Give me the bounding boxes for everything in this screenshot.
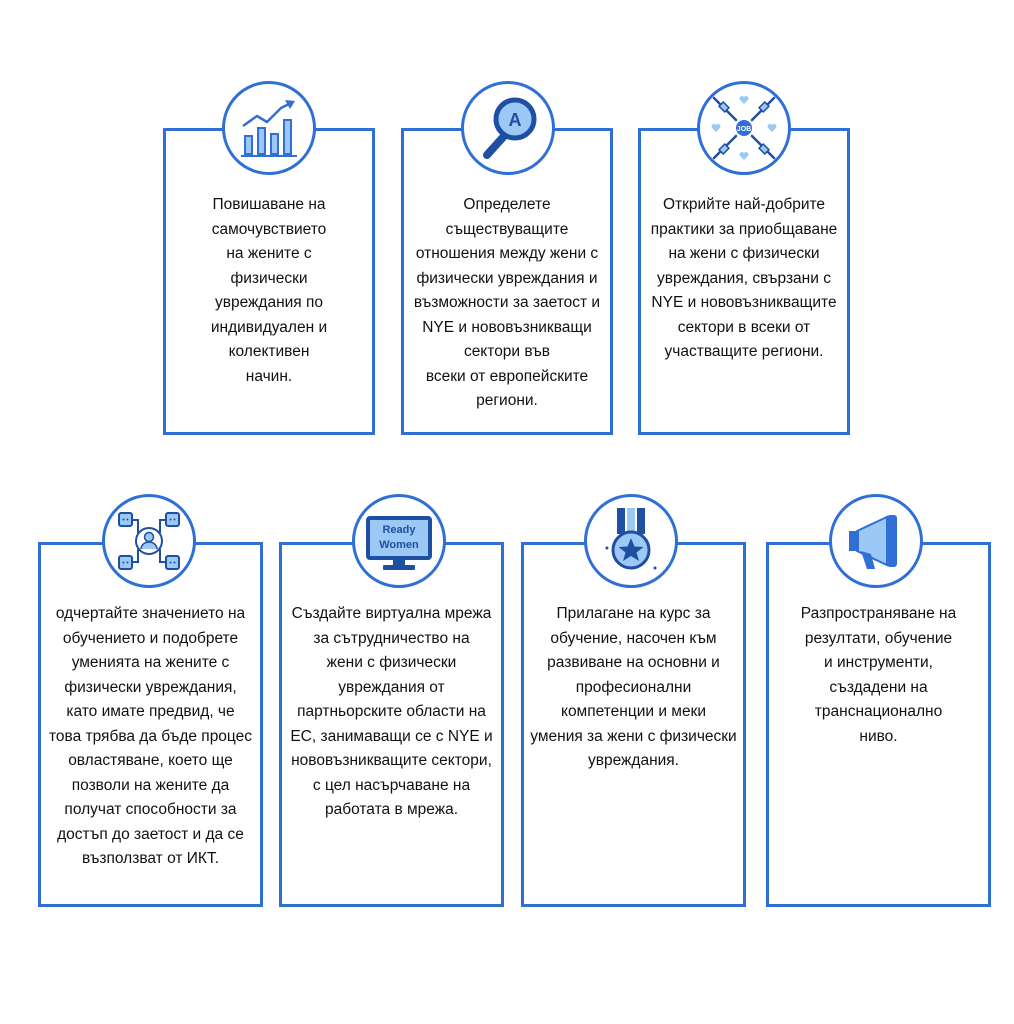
card-self-esteem: Повишаване на самочувствието на жените с… — [163, 128, 375, 435]
svg-text:A: A — [509, 110, 522, 130]
icon-circle — [222, 81, 316, 175]
job-network-icon: JOB — [711, 96, 777, 160]
card-text: Повишаване на самочувствието на жените с… — [210, 196, 328, 385]
card-text: Разпространяване на резултати, обучение … — [800, 605, 957, 745]
icon-circle — [829, 494, 923, 588]
megaphone-icon — [849, 515, 897, 569]
icon-circle: JOB — [697, 81, 791, 175]
card-text: одчертайте значението на обучението и по… — [48, 605, 253, 867]
icon-circle: A — [461, 81, 555, 175]
training-network-icon — [118, 512, 180, 570]
icon-circle: Ready Women — [352, 494, 446, 588]
card-relations: Определете съществуващите отношения межд… — [401, 128, 613, 435]
card-training: одчертайте значението на обучението и по… — [38, 542, 263, 907]
card-best-practices: Открийте най-добрите практики за приобща… — [638, 128, 850, 435]
growth-chart-icon — [241, 100, 297, 157]
icon-circle — [584, 494, 678, 588]
medal-icon — [605, 508, 657, 570]
monitor-icon: Ready Women — [366, 516, 432, 570]
svg-text:JOB: JOB — [737, 126, 751, 133]
card-dissemination: Разпространяване на резултати, обучение … — [766, 542, 991, 907]
card-text: Създайте виртуална мрежа за сътрудничест… — [290, 605, 493, 818]
card-virtual-network: Създайте виртуална мрежа за сътрудничест… — [279, 542, 504, 907]
icon-circle — [102, 494, 196, 588]
card-course: Прилагане на курс за обучение, насочен к… — [521, 542, 746, 907]
magnifier-icon: A — [483, 97, 537, 159]
svg-text:Ready: Ready — [382, 524, 416, 536]
svg-text:Women: Women — [379, 539, 419, 551]
card-text: Определете съществуващите отношения межд… — [413, 196, 601, 409]
card-text: Прилагане на курс за обучение, насочен к… — [530, 605, 737, 769]
card-text: Открийте най-добрите практики за приобща… — [650, 196, 838, 360]
